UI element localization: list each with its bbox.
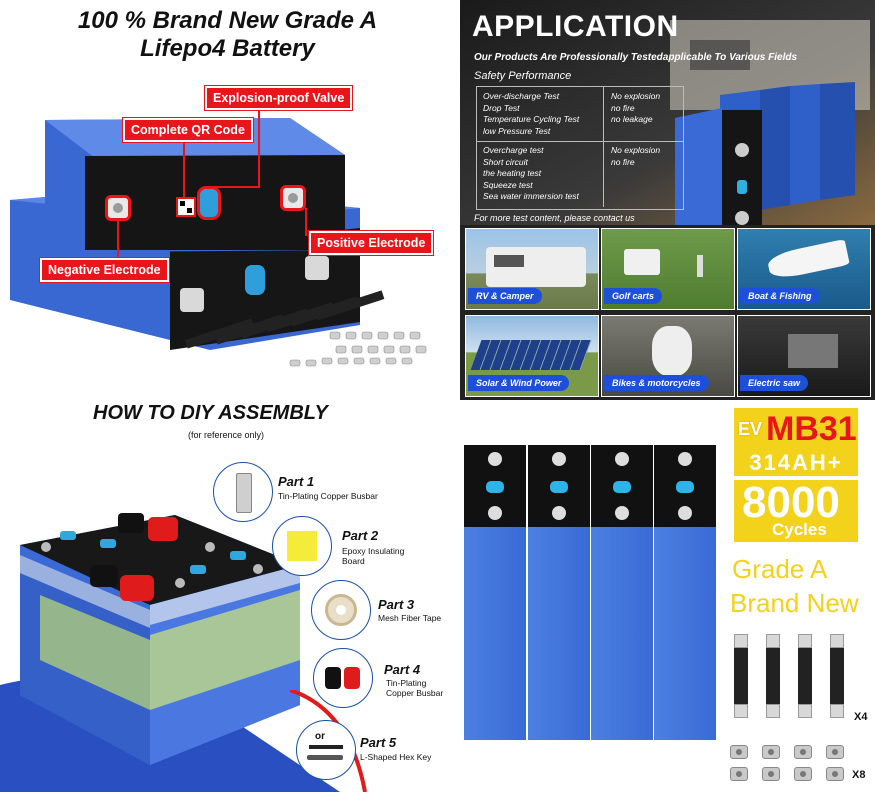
part1-desc: Tin-Plating Copper Busbar	[278, 491, 378, 501]
part1-name: Part 1	[278, 474, 315, 489]
application-panel: APPLICATION Our Products Are Professiona…	[460, 0, 875, 400]
battery-features-panel: 100 % Brand New Grade A Lifepo4 Battery	[0, 0, 455, 400]
assembled-pack-illustration	[0, 513, 340, 792]
test-item: low Pressure Test	[483, 125, 551, 136]
test-item: Overcharge test	[483, 145, 544, 155]
test-item: Sea water immersion test	[483, 191, 579, 201]
part5-name: Part 5	[360, 735, 397, 750]
test-item: Short circuit	[483, 156, 528, 167]
tile-label: RV & Camper	[468, 288, 542, 304]
brand-new-text: Brand New	[730, 588, 859, 618]
hero-title-line2: Lifepo4 Battery	[140, 35, 315, 62]
part2-desc2: Board	[342, 556, 365, 566]
diy-assembly-panel: HOW TO DIY ASSEMBLY (for reference only)…	[0, 400, 460, 792]
positive-terminal-icon	[280, 185, 306, 211]
test-result: no fire	[611, 102, 635, 113]
diy-subtitle: (for reference only)	[188, 430, 265, 440]
part3-desc: Mesh Fiber Tape	[378, 613, 442, 623]
ev-text: EV	[738, 419, 763, 439]
qr-code-icon	[176, 197, 196, 217]
nut-icon	[794, 767, 812, 781]
part4-desc1: Tin-Plating	[386, 678, 427, 688]
part5-desc: L-Shaped Hex Key	[360, 752, 432, 762]
part4-desc2: Copper Busbar	[386, 688, 444, 698]
tile-golf-carts: Golf carts	[601, 228, 735, 310]
hero-title-line1: 100 % Brand New Grade A	[77, 7, 378, 34]
rv-background-image	[460, 0, 875, 225]
nut-quantity: X8	[852, 769, 866, 781]
cycles-number: 8000	[742, 478, 840, 527]
cell-terminals	[486, 452, 694, 520]
diy-title: HOW TO DIY ASSEMBLY	[93, 402, 328, 424]
part4-name: Part 4	[384, 662, 421, 677]
part2-name: Part 2	[342, 528, 379, 543]
tile-label: Solar & Wind Power	[468, 375, 570, 391]
nut-icon	[762, 745, 780, 759]
part4-terminal-caps-icon	[313, 648, 373, 708]
tile-bikes-motorcycles: Bikes & motorcycles	[601, 315, 735, 397]
test-result: No explosion	[611, 145, 661, 155]
test-item: Over-discharge Test	[483, 91, 560, 101]
grade-text: Grade A	[732, 554, 828, 584]
application-title: APPLICATION	[472, 10, 679, 43]
nut-icon	[762, 767, 780, 781]
cycles-badge: 8000 Cycles	[734, 478, 858, 542]
label-explosion-proof-valve: Explosion-proof Valve	[205, 86, 353, 110]
part1-busbar-icon	[213, 462, 273, 522]
hex-key-or-text: or	[315, 731, 325, 742]
busbar-icon	[798, 634, 812, 718]
part3-fiber-tape-icon	[311, 580, 371, 640]
part3-name: Part 3	[378, 597, 415, 612]
test-item: Drop Test	[483, 102, 520, 113]
tile-solar-wind: Solar & Wind Power	[465, 315, 599, 397]
safety-performance-heading: Safety Performance	[474, 70, 572, 82]
test-item: the heating test	[483, 168, 542, 178]
busbar-icon	[734, 634, 748, 718]
tile-label: Bikes & motorcycles	[604, 375, 709, 391]
explosion-valve-icon	[197, 186, 221, 220]
label-negative-electrode: Negative Electrode	[40, 258, 169, 282]
contact-note: For more test content, please contact us	[474, 213, 635, 223]
tile-label: Boat & Fishing	[740, 288, 820, 304]
part2-desc1: Epoxy Insulating	[342, 546, 405, 556]
safety-test-table: Over-discharge Test Drop Test Temperatur…	[476, 86, 684, 210]
part5-hex-key-icon: or	[296, 720, 356, 780]
busbar-quantity: X4	[854, 711, 868, 723]
nut-icon	[730, 745, 748, 759]
nut-icon	[826, 745, 844, 759]
busbar-icon	[830, 634, 844, 718]
product-spec-panel: EV MB31 314AH+ 8000 Cycles Grade A Brand…	[460, 400, 875, 792]
application-subtitle: Our Products Are Professionally Testedap…	[474, 52, 798, 63]
part2-insulating-board-icon	[272, 516, 332, 576]
test-result: No explosion	[611, 91, 661, 101]
tile-label: Electric saw	[740, 375, 809, 391]
model-text: MB31	[766, 410, 857, 448]
nut-icon	[730, 767, 748, 781]
test-result: no leakage	[611, 114, 653, 124]
negative-terminal-icon	[105, 195, 131, 221]
model-badge: EV MB31	[734, 408, 858, 450]
label-positive-electrode: Positive Electrode	[309, 231, 434, 255]
tile-electric-saw: Electric saw	[737, 315, 871, 397]
tile-boat-fishing: Boat & Fishing	[737, 228, 871, 310]
test-item: Temperature Cycling Test	[483, 114, 580, 124]
capacity-text: 314AH+	[734, 450, 858, 476]
tile-label: Golf carts	[604, 288, 663, 304]
test-item: Squeeze test	[483, 179, 533, 190]
tile-rv-camper: RV & Camper	[465, 228, 599, 310]
cycles-word: Cycles	[772, 520, 827, 539]
nut-icon	[826, 767, 844, 781]
busbar-icon	[766, 634, 780, 718]
nut-icon	[794, 745, 812, 759]
test-result: no fire	[611, 156, 635, 167]
label-qr-code: Complete QR Code	[123, 118, 253, 142]
